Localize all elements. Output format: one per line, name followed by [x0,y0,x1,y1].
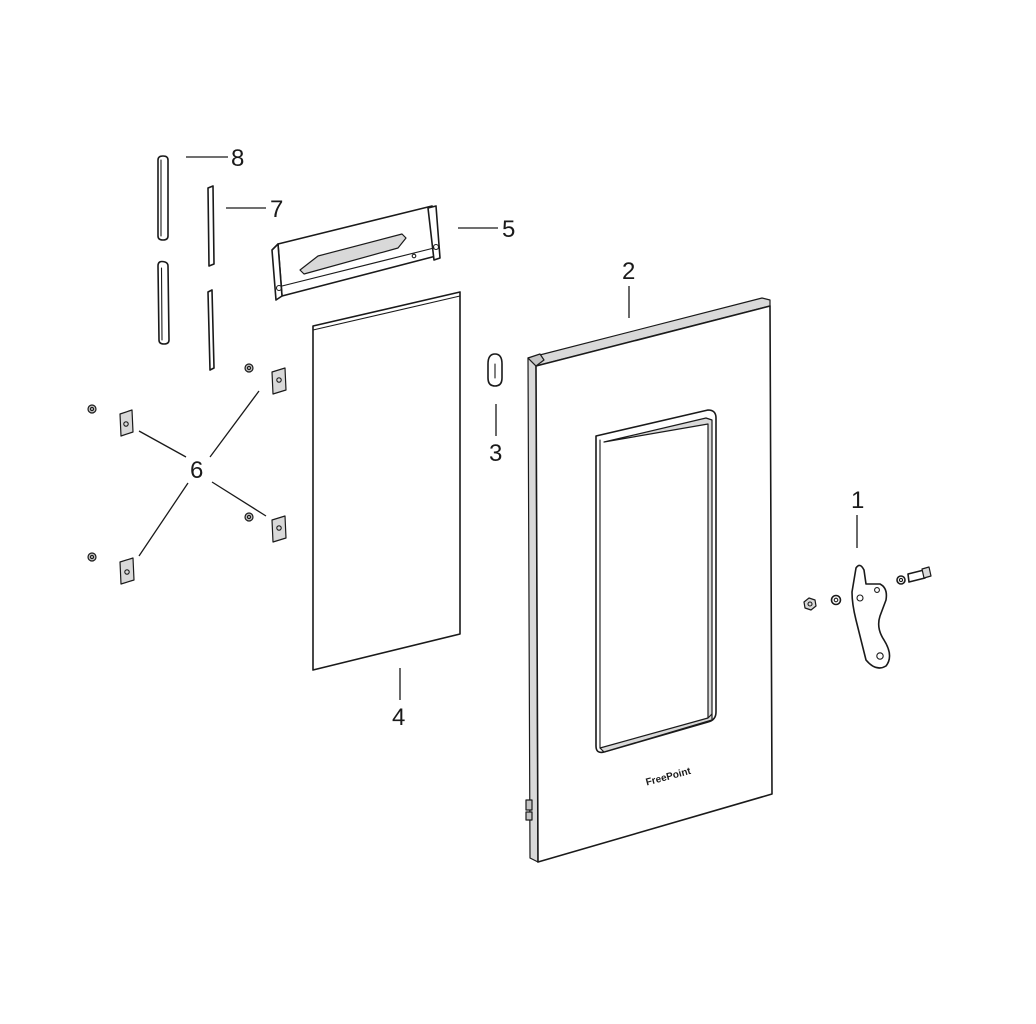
leader-lines [138,156,858,700]
part-5-top-bracket [271,205,441,301]
part-3-plug [487,353,503,387]
callout-6: 6 [190,457,203,484]
callout-7: 7 [270,196,283,223]
part-1-hinge [803,564,932,669]
part-2-door-frame: FreePoint [525,297,773,863]
part-7-pins [207,185,215,371]
part-4-glass-panel [312,291,461,671]
callout-3: 3 [489,440,502,467]
leader-6d [211,481,267,517]
callout-4: 4 [392,704,405,731]
callout-5: 5 [502,216,515,243]
leader-6b [209,390,260,458]
leader-6c [138,482,189,557]
callout-labels: 8 7 5 2 3 6 4 1 [190,145,864,731]
part-8-rods [157,155,170,345]
callout-1: 1 [851,487,864,514]
callout-8: 8 [231,145,244,172]
leader-6a [138,430,187,458]
part-6-clips [87,363,287,585]
callout-2: 2 [622,258,635,285]
